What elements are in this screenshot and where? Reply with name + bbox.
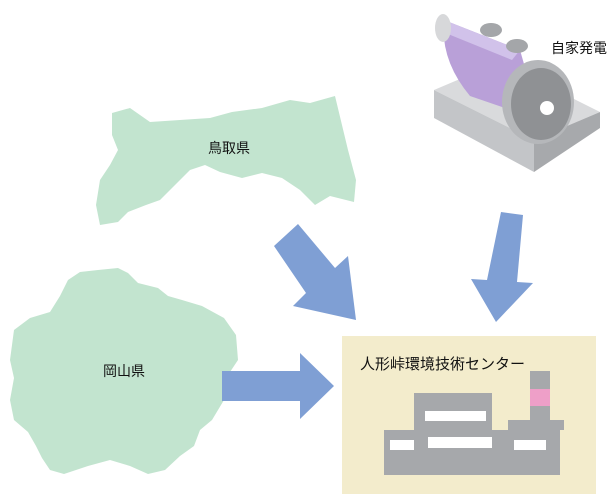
okayama-label: 岡山県	[103, 364, 145, 380]
tottori-region: 鳥取県	[96, 96, 356, 225]
okayama-shape	[10, 268, 238, 474]
building-lower	[384, 430, 560, 475]
generator-left-end	[435, 14, 451, 42]
generator-base-side	[434, 90, 534, 172]
arrow-tottori-to-center	[274, 224, 356, 320]
generator-endcap-face	[511, 68, 571, 140]
window-right	[514, 440, 546, 450]
generator-body-top	[444, 20, 520, 60]
window-middle	[428, 437, 492, 448]
window-upper	[425, 411, 486, 421]
center-facility: 人形峠環境技術センター	[342, 336, 596, 494]
okayama-region: 岡山県	[10, 268, 238, 474]
generator-label: 自家発電	[551, 40, 607, 57]
tottori-label: 鳥取県	[208, 141, 250, 157]
generator-stack-2	[506, 39, 528, 53]
generator-endcap-hole	[540, 101, 554, 115]
arrow-okayama-to-center	[222, 353, 334, 419]
factory-building-icon	[384, 371, 564, 475]
generator-icon	[434, 14, 600, 172]
tottori-shape	[96, 96, 356, 225]
generator-base-front	[534, 112, 600, 172]
arrows	[222, 212, 533, 419]
building-right-step	[508, 420, 564, 430]
center-label: 人形峠環境技術センター	[360, 355, 525, 373]
generator-stack-1	[480, 23, 502, 37]
chimney-accent	[530, 389, 550, 406]
window-left	[390, 440, 414, 450]
arrow-generator-to-center	[471, 212, 533, 322]
